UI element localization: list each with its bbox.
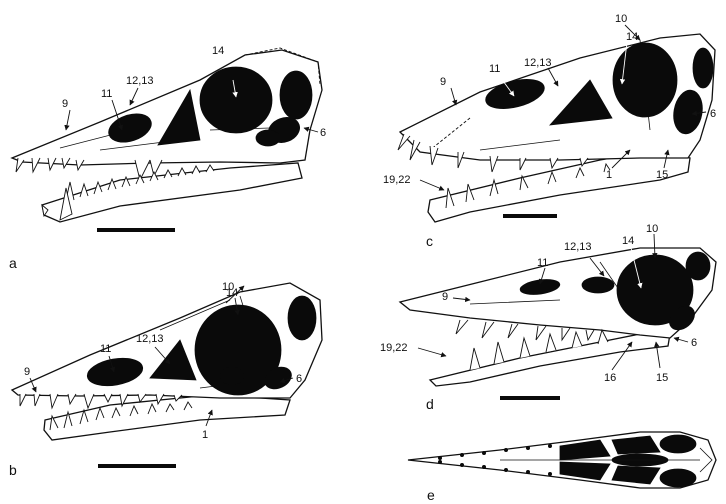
small-opening-b	[220, 367, 244, 385]
label-9-c: 9	[440, 76, 446, 88]
skull-e-dorsal-drawing	[408, 432, 716, 488]
label-15-c: 15	[656, 169, 668, 181]
panel-letter-a: a	[9, 255, 17, 271]
label-11-d: 11	[537, 257, 548, 269]
label-19-22-c: 19,22	[383, 174, 411, 186]
panel-letter-c: c	[426, 233, 433, 249]
panel-c: 9 11 12,13 14 10 6 19,22 1 15 c	[383, 13, 716, 249]
orbit-a	[200, 67, 272, 133]
panel-letter-d: d	[426, 396, 434, 412]
label-9-d: 9	[442, 291, 448, 303]
label-9-b: 9	[24, 366, 30, 378]
label-12-13-a: 12,13	[126, 75, 154, 87]
panel-d: 9 11 12,13 14 10 6 19,22 16 15 d	[380, 223, 716, 412]
label-12-13-d: 12,13	[564, 241, 592, 253]
panel-a: 9 11 12,13 14 6 a	[9, 45, 326, 271]
panel-letter-b: b	[9, 462, 17, 478]
skull-b-drawing	[12, 283, 322, 440]
label-1-c: 1	[606, 169, 612, 181]
label-19-22-d: 19,22	[380, 342, 408, 354]
label-1-b: 1	[202, 429, 208, 441]
cranium-a	[12, 50, 322, 165]
dorsal-orbit-upper-e	[660, 435, 696, 453]
label-11-b: 11	[100, 343, 111, 355]
label-14-d: 14	[622, 235, 634, 247]
label-6-d: 6	[691, 337, 697, 349]
upper-temporal-opening-b	[288, 296, 316, 340]
label-16-d: 16	[604, 372, 616, 384]
label-6-c: 6	[710, 108, 716, 120]
upper-temporal-opening-a	[280, 71, 312, 119]
label-12-13-c: 12,13	[524, 57, 552, 69]
skull-d-drawing	[400, 248, 716, 386]
panel-e: e	[408, 432, 716, 503]
preorbital-opening-d	[582, 277, 614, 293]
skull-a-drawing	[12, 48, 322, 222]
mandible-b	[44, 396, 290, 440]
label-6-a: 6	[320, 127, 326, 139]
upper-temporal-opening-c	[693, 48, 713, 88]
label-6-b: 6	[296, 373, 302, 385]
label-10-d: 10	[646, 223, 658, 235]
label-10-c: 10	[615, 13, 627, 25]
dorsal-orbit-lower-e	[660, 469, 696, 487]
skull-c-drawing	[398, 34, 715, 222]
label-12-13-b: 12,13	[136, 333, 164, 345]
small-opening-a	[256, 130, 280, 146]
upper-temporal-opening-d	[686, 252, 710, 280]
panel-letter-e: e	[427, 487, 435, 503]
label-10-b: 10	[222, 281, 234, 293]
panel-b: 9 11 12,13 14 10 6 1 b	[9, 281, 322, 478]
label-11-a: 11	[101, 88, 112, 100]
label-9-a: 9	[62, 98, 68, 110]
label-11-c: 11	[489, 63, 500, 75]
label-14-c: 14	[626, 31, 638, 43]
label-14-a: 14	[212, 45, 224, 57]
mandible-c	[428, 150, 690, 222]
label-15-d: 15	[656, 372, 668, 384]
